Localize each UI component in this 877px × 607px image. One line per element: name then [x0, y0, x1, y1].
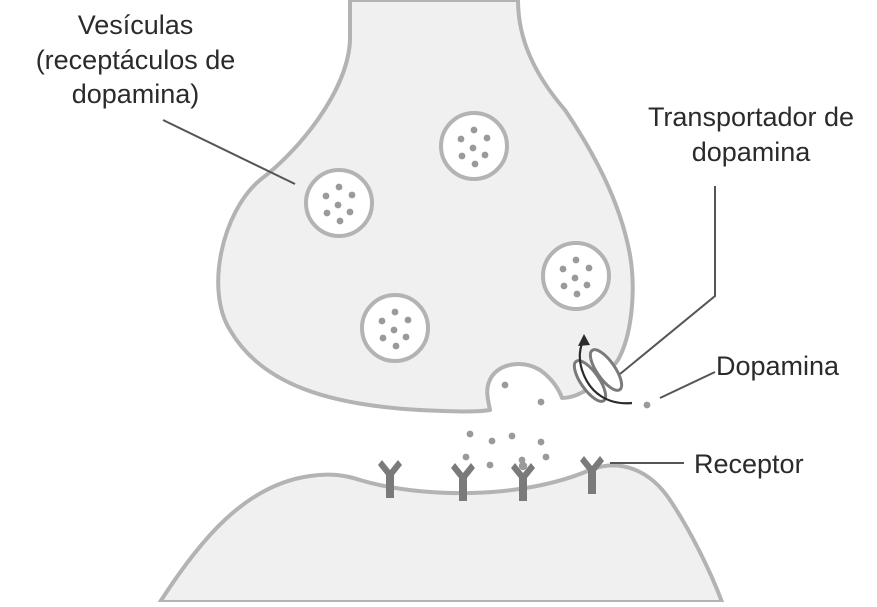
label-vesiculas-line-2: (receptáculos de: [8, 43, 263, 78]
vesicle: [362, 295, 428, 361]
label-vesiculas-line-1: Vesículas: [8, 8, 263, 43]
vesicle: [306, 170, 372, 236]
label-dopamina: Dopamina: [716, 349, 839, 384]
released-dopamine: [463, 382, 651, 469]
label-vesiculas: Vesículas (receptáculos de dopamina): [8, 8, 263, 112]
vesicle: [543, 243, 609, 309]
leader-line-dopamina: [660, 372, 715, 398]
label-transportador-line-1: Transportador de: [628, 100, 874, 135]
label-vesiculas-line-3: dopamina): [8, 77, 263, 112]
leader-line-vesiculas: [163, 120, 295, 184]
vesicle: [441, 113, 507, 179]
label-receptor: Receptor: [694, 447, 804, 482]
label-transportador: Transportador de dopamina: [628, 100, 874, 169]
presynaptic-terminal: [218, 0, 632, 412]
postsynaptic-cell: [160, 465, 722, 602]
label-transportador-line-2: dopamina: [628, 135, 874, 170]
